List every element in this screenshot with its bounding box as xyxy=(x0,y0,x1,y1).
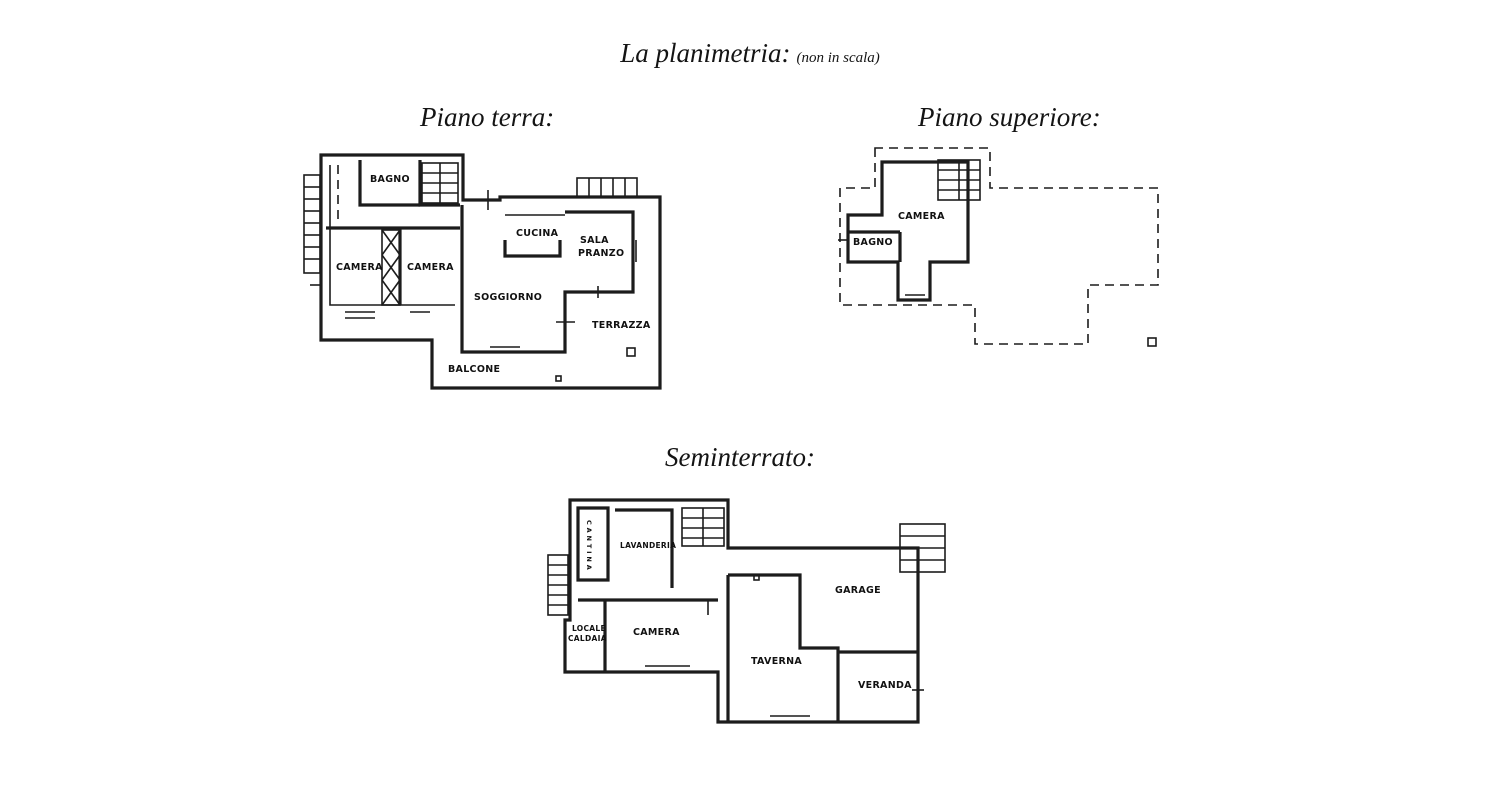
ground-left-staircase xyxy=(303,174,321,274)
ground-pranzo-label: PRANZO xyxy=(578,248,624,259)
ground-bagno-label: BAGNO xyxy=(370,174,410,185)
basement-left-staircase xyxy=(547,554,569,616)
basement-veranda-label: VERANDA xyxy=(858,680,912,691)
basement-heading: Seminterrato: xyxy=(665,442,815,472)
upper-dashed-outline xyxy=(839,147,1159,345)
upper-room-walls xyxy=(846,160,970,302)
ground-internal-staircase xyxy=(421,162,459,204)
ground-sala-label: SALA xyxy=(580,235,609,246)
ground-floor-heading: Piano terra: xyxy=(420,102,555,132)
ground-outer-wall xyxy=(319,153,662,390)
ground-floor-plan: BAGNO CAMERA CAMERA CUCINA SALA PRANZO S… xyxy=(303,153,662,390)
upper-camera-label: CAMERA xyxy=(898,211,945,222)
basement-plan: C A N T I N A LAVANDERIA GARAGE LOCALE C… xyxy=(547,498,946,724)
page-title: La planimetria: xyxy=(620,38,791,68)
basement-caldaia-label: CALDAIA xyxy=(568,634,607,643)
page-title-line: La planimetria: (non in scala) xyxy=(0,38,1500,69)
basement-garage-label: GARAGE xyxy=(835,585,881,596)
basement-lavanderia-label: LAVANDERIA xyxy=(620,541,676,550)
basement-locale-label: LOCALE xyxy=(572,624,606,633)
basement-cantina-label: C A N T I N A xyxy=(585,520,593,570)
ground-terrazza-label: TERRAZZA xyxy=(592,320,651,331)
basement-taverna-label: TAVERNA xyxy=(751,656,802,667)
basement-internal-staircase xyxy=(681,507,725,547)
ground-camera-1-label: CAMERA xyxy=(336,262,383,273)
upper-floor-heading: Piano superiore: xyxy=(918,102,1101,132)
ground-living-wall xyxy=(460,205,635,354)
scale-note: (non in scala) xyxy=(796,50,880,66)
basement-top-staircase xyxy=(899,523,946,573)
ground-top-staircase xyxy=(576,177,638,198)
basement-outer-wall xyxy=(563,498,920,724)
basement-camera-label: CAMERA xyxy=(633,627,680,638)
ground-cucina-label: CUCINA xyxy=(516,228,559,239)
ground-balcone-label: BALCONE xyxy=(448,364,500,375)
ground-soggiorno-label: SOGGIORNO xyxy=(474,292,542,303)
upper-floor-plan: CAMERA BAGNO xyxy=(838,147,1159,347)
ground-camera-2-label: CAMERA xyxy=(407,262,454,273)
upper-staircase xyxy=(937,159,981,201)
upper-bagno-label: BAGNO xyxy=(853,237,893,248)
